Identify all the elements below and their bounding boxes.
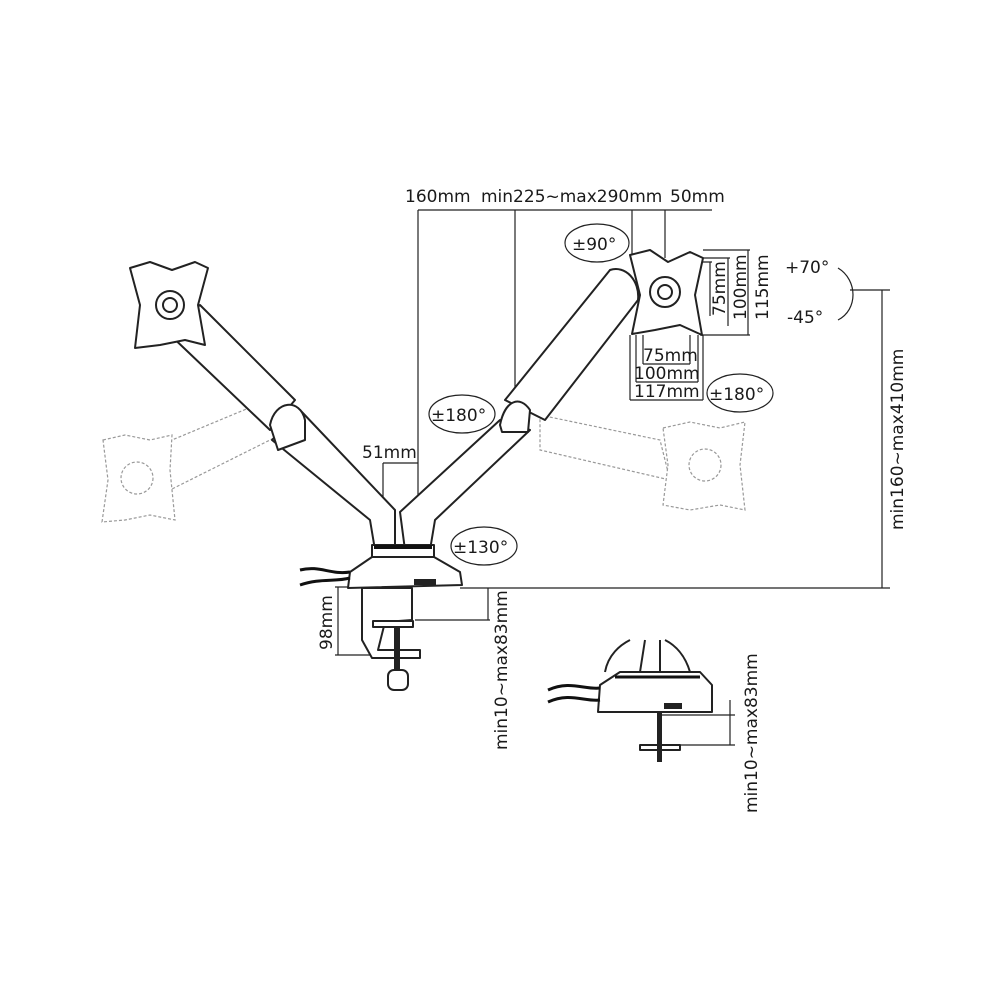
right-vesa-plate	[629, 249, 704, 336]
label-swivel-head: ±180°	[709, 385, 764, 405]
label-vesa-v-75: 75mm	[710, 261, 730, 316]
label-height-range: min160~max410mm	[888, 349, 908, 530]
rotation-marks	[428, 223, 854, 566]
label-vesa-h-117: 117mm	[634, 382, 700, 402]
label-rotation: ±90°	[572, 235, 616, 255]
label-pole-gap: 51mm	[362, 443, 417, 463]
label-swivel-elbow: ±180°	[431, 406, 486, 426]
clamp	[361, 587, 421, 691]
right-upper-arm	[499, 268, 640, 433]
label-grommet-range: min10~max83mm	[742, 653, 762, 813]
label-tilt-up: +70°	[785, 258, 829, 278]
label-plate-offset: 50mm	[670, 187, 725, 207]
label-vesa-v-100: 100mm	[731, 254, 751, 320]
label-vesa-v-115: 115mm	[753, 254, 773, 320]
label-vesa-h-75: 75mm	[643, 346, 698, 366]
label-swivel-base: ±130°	[453, 538, 508, 558]
label-clamp-range: min10~max83mm	[492, 590, 512, 750]
ghost-right-arm	[539, 414, 746, 511]
pole-and-lower-arms	[271, 409, 531, 589]
grommet-inset	[547, 639, 713, 762]
left-vesa-plate	[129, 261, 209, 349]
label-clamp-height: 98mm	[317, 595, 337, 650]
label-tilt-down: -45°	[787, 308, 823, 328]
dimension-lines	[335, 209, 890, 746]
label-vesa-h-100: 100mm	[634, 364, 700, 384]
label-arm-offset: 160mm	[405, 187, 471, 207]
label-arm-length: min225~max290mm	[481, 187, 662, 207]
